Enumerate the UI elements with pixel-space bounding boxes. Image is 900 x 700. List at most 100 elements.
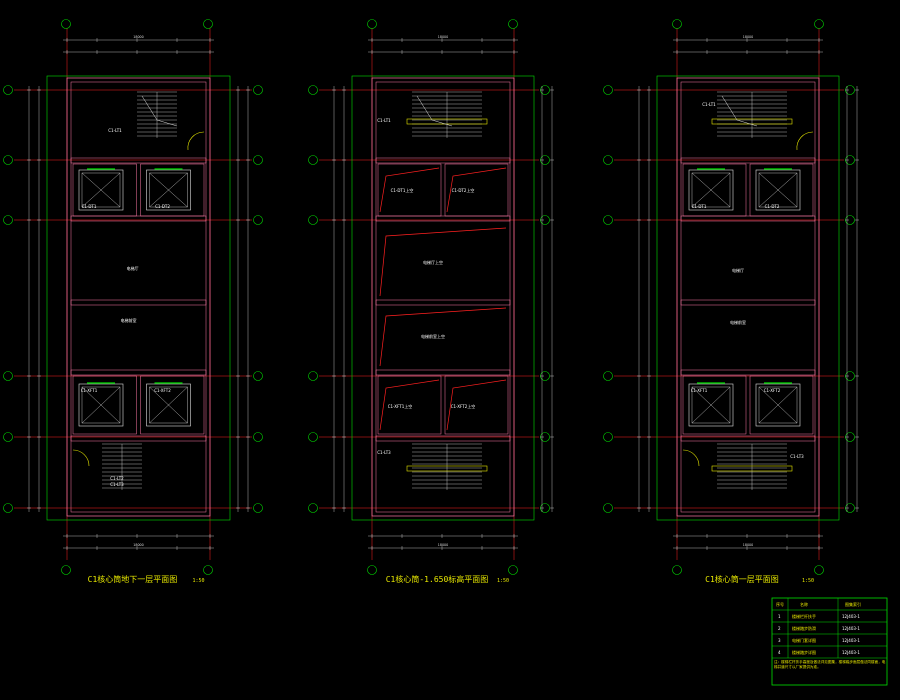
stair-landing-rail <box>406 118 488 125</box>
axis-bubble <box>3 85 13 95</box>
elevator-shaft <box>72 375 137 435</box>
room-label: C1-XFT1 <box>81 388 98 393</box>
elevator-car-cross <box>758 386 798 424</box>
elevator-car-cross <box>81 172 121 208</box>
inner-wall <box>680 81 816 513</box>
stair-landing-rail <box>406 465 488 472</box>
elevator-car-inner <box>81 172 121 208</box>
axis-bubble <box>253 503 263 513</box>
elevator-car-cross <box>149 386 188 424</box>
room-label: C1-XFT2上空 <box>451 403 476 409</box>
room-label: C1-DT2上空 <box>452 187 475 193</box>
partition-wall <box>680 157 816 164</box>
axis-bubble <box>603 371 613 381</box>
void-line <box>446 379 507 431</box>
axis-bubble <box>603 432 613 442</box>
plan-title: C1核心筒一层平面图 <box>705 574 779 584</box>
elevator-car-inner <box>758 172 798 208</box>
axis-bubble <box>308 371 318 381</box>
overall-dimension-bottom: 18000 <box>133 543 144 547</box>
axis-bubble <box>367 565 377 575</box>
overall-dimension-bottom: 18000 <box>438 543 449 547</box>
elevator-shaft <box>140 163 205 217</box>
room-label: C1-DT1上空 <box>391 187 414 193</box>
elevator-shaft <box>140 375 205 435</box>
elevator-car <box>688 383 734 427</box>
legend-cell: 12J403-1 <box>842 614 860 619</box>
room-label: C1-XFT1 <box>691 388 708 393</box>
room-label: C1-LT3 <box>110 482 124 487</box>
partition-wall <box>680 215 816 222</box>
legend-header-no: 序号 <box>776 601 784 607</box>
elevator-car <box>146 383 191 427</box>
axis-bubble <box>672 19 682 29</box>
axis-bubble <box>253 432 263 442</box>
door-swing <box>187 131 205 151</box>
partition-wall <box>375 435 511 442</box>
void-line <box>379 379 440 431</box>
stair-landing-rail <box>711 118 793 125</box>
room-label: C1-XFT1上空 <box>388 403 413 409</box>
room-label: C1-LT1 <box>702 102 716 107</box>
outer-wall <box>66 77 211 517</box>
axis-bubble <box>308 215 318 225</box>
room-label: C1-LT1 <box>108 128 122 133</box>
elevator-car <box>755 169 801 211</box>
elevator-shaft <box>682 375 747 435</box>
axis-bubble <box>603 215 613 225</box>
partition-wall <box>70 369 207 376</box>
stair-landing-rail <box>711 465 793 472</box>
elevator-car-cross <box>149 172 188 208</box>
legend-table-frame <box>771 597 888 686</box>
elevator-shaft <box>377 163 442 217</box>
room-label: 电梯厅 <box>732 267 744 273</box>
axis-bubble <box>3 155 13 165</box>
elevator-shaft <box>682 163 747 217</box>
partition-wall <box>375 215 511 222</box>
overall-dimension-top: 18000 <box>438 35 449 39</box>
elevator-car-cross <box>691 386 731 424</box>
axis-bubble <box>308 432 318 442</box>
elevator-car-cross <box>691 172 731 208</box>
legend-note-box: 注：楼梯栏杆扶手高度及做法详见图集，楼梯踏步面层做法同楼面，电梯井道尺寸以厂家提… <box>774 660 885 669</box>
legend-cell: 楼梯栏杆扶手 <box>792 613 816 619</box>
partition-wall <box>375 157 511 164</box>
legend-cell: 2 <box>778 626 781 631</box>
room-label: C1-DT2 <box>155 204 170 209</box>
legend-header-ref: 图集索引 <box>845 601 861 607</box>
axis-bubble <box>203 565 213 575</box>
door-swing <box>72 449 90 467</box>
plan-scale: 1:50 <box>192 578 204 584</box>
legend-cell: 12J403-1 <box>842 638 860 643</box>
outer-wall <box>371 77 515 517</box>
partition-wall <box>375 299 511 306</box>
void-line <box>446 167 507 213</box>
elevator-car <box>78 383 124 427</box>
axis-bubble <box>308 85 318 95</box>
inner-wall <box>70 81 207 513</box>
legend-cell: 12J403-1 <box>842 626 860 631</box>
elevator-car-inner <box>758 386 798 424</box>
stair-direction-arrow <box>416 95 453 127</box>
axis-bubble <box>308 503 318 513</box>
axis-bubble <box>253 215 263 225</box>
room-label: C1-DT1 <box>692 204 707 209</box>
outer-wall <box>676 77 820 517</box>
axis-bubble <box>603 85 613 95</box>
axis-bubble <box>508 19 518 29</box>
axis-bubble <box>3 432 13 442</box>
axis-bubble <box>603 503 613 513</box>
plan-outline <box>46 75 231 521</box>
legend-header-name: 名称 <box>800 601 808 607</box>
legend-cell: 12J403-1 <box>842 650 860 655</box>
axis-bubble <box>253 371 263 381</box>
axis-bubble <box>3 371 13 381</box>
axis-bubble <box>3 215 13 225</box>
elevator-shaft <box>749 163 814 217</box>
plan-outline <box>351 75 535 521</box>
